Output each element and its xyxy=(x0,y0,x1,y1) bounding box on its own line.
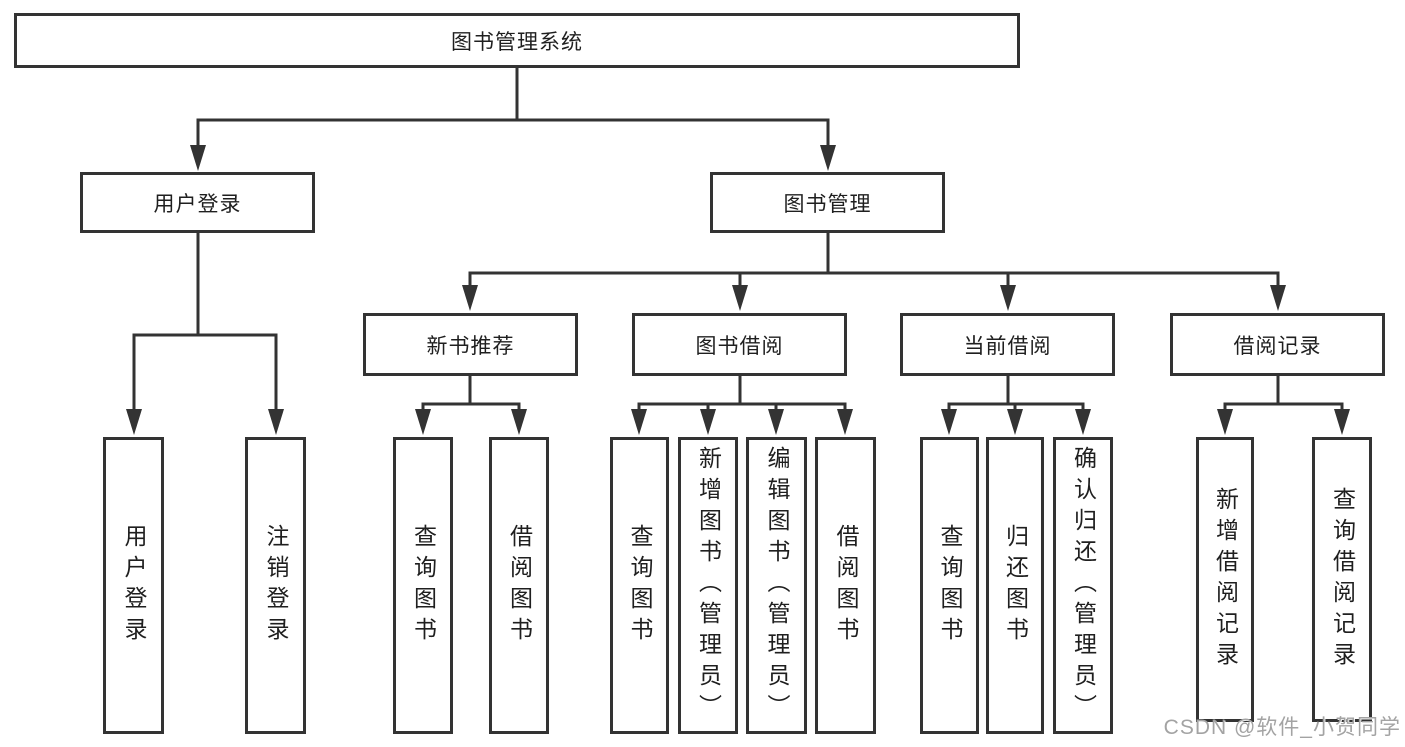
leaf-query-book-current: 查询图书 xyxy=(920,437,979,734)
node-user-login: 用户登录 xyxy=(80,172,315,233)
node-borrow-records: 借阅记录 xyxy=(1170,313,1385,376)
leaf-query-book-borrow: 查询图书 xyxy=(610,437,669,734)
node-new-book-recommend: 新书推荐 xyxy=(363,313,578,376)
node-book-borrow: 图书借阅 xyxy=(632,313,847,376)
leaf-borrow-book-recommend: 借阅图书 xyxy=(489,437,549,734)
node-current-borrow: 当前借阅 xyxy=(900,313,1115,376)
node-book-management: 图书管理 xyxy=(710,172,945,233)
leaf-borrow-book: 借阅图书 xyxy=(815,437,876,734)
leaf-return-book: 归还图书 xyxy=(986,437,1044,734)
watermark-text: CSDN @软件_小贺同学 xyxy=(1163,716,1401,739)
leaf-add-borrow-record: 新增借阅记录 xyxy=(1196,437,1254,722)
leaf-logout: 注销登录 xyxy=(245,437,306,734)
leaf-confirm-return-admin: 确认归还（管理员） xyxy=(1053,437,1113,734)
node-root: 图书管理系统 xyxy=(14,13,1020,68)
leaf-edit-book-admin: 编辑图书（管理员） xyxy=(746,437,807,734)
leaf-add-book-admin: 新增图书（管理员） xyxy=(678,437,738,734)
leaf-user-login: 用户登录 xyxy=(103,437,164,734)
leaf-query-book-recommend: 查询图书 xyxy=(393,437,453,734)
leaf-query-borrow-record: 查询借阅记录 xyxy=(1312,437,1372,722)
